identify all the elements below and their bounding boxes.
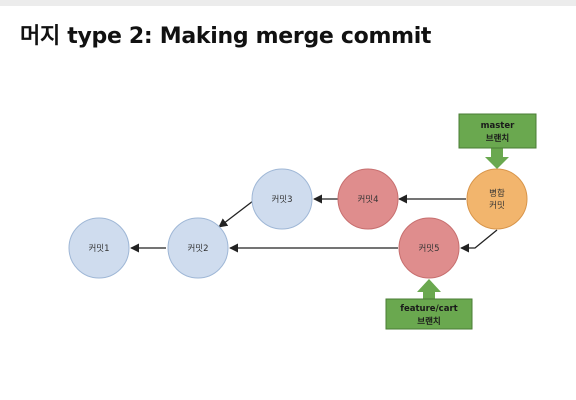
master-branch-name: master	[481, 121, 515, 131]
commit-node-1: 커밋1	[68, 217, 130, 279]
feature-pointer-arrow	[417, 279, 441, 300]
commit-node-3: 커밋3	[251, 168, 313, 230]
merge-label-line1: 병합	[489, 189, 505, 199]
commit-label-5: 커밋5	[418, 243, 439, 254]
commit-label-3: 커밋3	[271, 194, 292, 205]
feature-branch-box: feature/cart 브랜치	[385, 298, 473, 330]
feature-branch-suffix: 브랜치	[417, 316, 440, 327]
commit-label-2: 커밋2	[187, 243, 208, 254]
commit-node-2: 커밋2	[167, 217, 229, 279]
master-branch-box: master 브랜치	[458, 113, 537, 149]
merge-label-line2: 커밋	[489, 200, 505, 211]
merge-commit-node: 병합 커밋	[466, 168, 528, 230]
edge-commit3-to-commit2	[218, 200, 254, 228]
master-pointer-arrow	[485, 147, 509, 169]
commit-label-1: 커밋1	[88, 243, 109, 254]
edge-merge-to-commit5	[460, 229, 498, 253]
commit-label-4: 커밋4	[357, 194, 378, 205]
top-bar	[0, 0, 576, 6]
commit-node-5: 커밋5	[398, 217, 460, 279]
commit-node-4: 커밋4	[337, 168, 399, 230]
feature-branch-name: feature/cart	[400, 304, 457, 314]
master-branch-suffix: 브랜치	[486, 133, 509, 144]
page-title: 머지 type 2: Making merge commit	[20, 24, 432, 49]
